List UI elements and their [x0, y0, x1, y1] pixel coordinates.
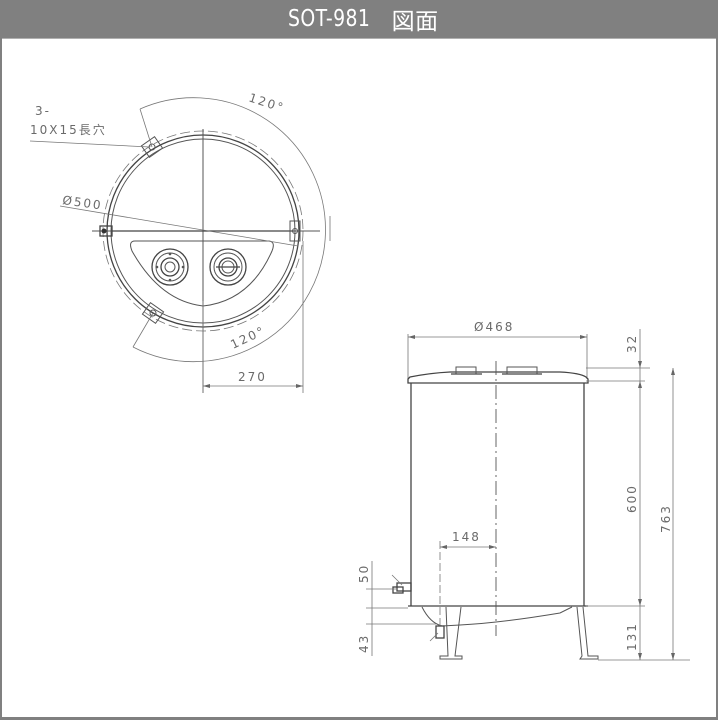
tank-bottom-dish	[421, 606, 573, 627]
dim-drain-43: 43	[357, 634, 371, 653]
angle-label-bottom: 120°	[228, 323, 267, 351]
leg-right	[576, 606, 599, 660]
lid-panel	[130, 240, 274, 307]
hole-note-line1: 3-	[35, 104, 51, 118]
angle-arc	[132, 97, 326, 363]
side-view: Ø468	[357, 320, 690, 661]
width-dim-270: 270	[238, 370, 267, 384]
dim-offset-148: 148	[452, 530, 481, 544]
title-bar: SOT-981 図面	[0, 0, 718, 38]
fitting-left	[151, 248, 189, 286]
outlet-valve	[391, 574, 412, 594]
top-view: 3- 10X15長穴 Ø500 120° 120° 270	[29, 91, 331, 393]
diameter-label-468: Ø468	[474, 320, 514, 334]
fitting-right	[209, 248, 247, 286]
tank-lid	[407, 371, 589, 384]
title-model: SOT-981	[288, 6, 371, 32]
leg-left	[439, 606, 463, 660]
dim-leg-131: 131	[625, 622, 639, 651]
hole-note-line2: 10X15長穴	[30, 122, 107, 137]
mounting-lug-right	[289, 220, 301, 242]
dim-lid-32: 32	[625, 334, 639, 353]
lid-cap-left	[455, 366, 477, 375]
lid-cap-right	[506, 366, 538, 375]
drain-valve	[429, 625, 445, 642]
drawing-canvas: 3- 10X15長穴 Ø500 120° 120° 270 Ø468	[2, 38, 716, 717]
diameter-label-500: Ø500	[62, 193, 104, 212]
outlet-left	[99, 225, 113, 237]
dim-body-600: 600	[625, 484, 639, 513]
technical-drawing: 3- 10X15長穴 Ø500 120° 120° 270 Ø468	[29, 91, 690, 661]
dim-total-763: 763	[659, 504, 673, 533]
dim-outlet-50: 50	[357, 564, 371, 583]
mounting-lug-bottom	[141, 301, 165, 325]
title-suffix: 図面	[391, 9, 439, 35]
